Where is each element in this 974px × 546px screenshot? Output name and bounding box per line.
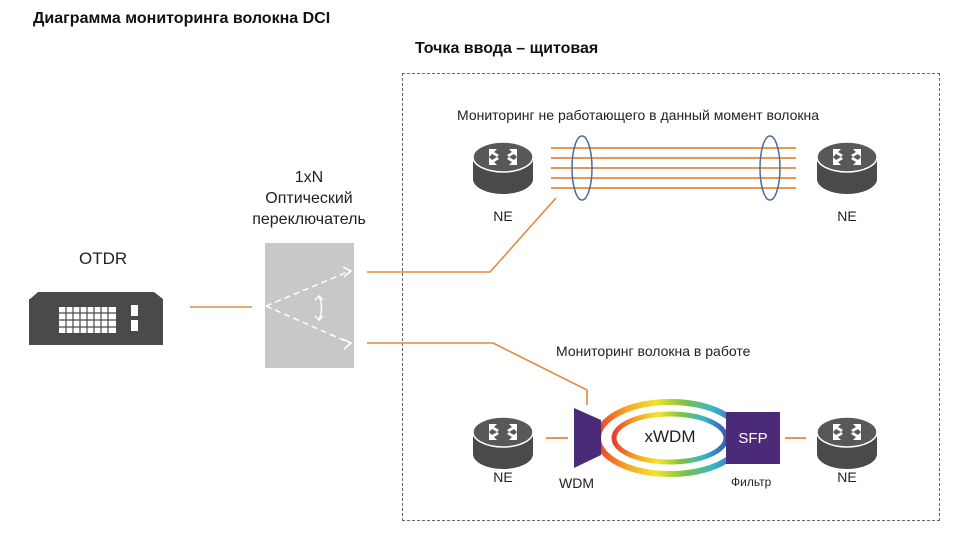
optical-switch-icon — [265, 243, 354, 368]
ne-label-lit-left: NE — [493, 469, 513, 485]
wdm-label: WDM — [559, 475, 594, 491]
sfp-filter-box — [726, 412, 780, 464]
lit-fiber-link — [367, 342, 588, 405]
router-icon-lit-right — [816, 416, 878, 470]
zone-title: Точка ввода – щитовая — [415, 40, 599, 57]
switch-label-line2: Оптический — [265, 190, 353, 207]
router-icon-dark-right — [816, 141, 878, 195]
dark-fiber-link — [367, 197, 557, 273]
diagram-title: Диаграмма мониторинга волокна DCI — [33, 10, 331, 27]
ne-label-dark-left: NE — [493, 208, 513, 224]
router-icon-dark-left — [472, 141, 534, 195]
bundle-marker-left — [571, 135, 593, 201]
otdr-device-icon — [29, 292, 163, 345]
entry-point-zone — [402, 73, 940, 521]
otdr-label: OTDR — [79, 249, 128, 268]
filter-label: Фильтр — [731, 475, 772, 489]
router-icon-lit-left — [472, 416, 534, 470]
switch-label-line1: 1xN — [294, 169, 324, 186]
xwdm-label: xWDM — [644, 427, 696, 446]
switch-label-line3: переключатель — [252, 211, 366, 228]
wdm-mux-icon — [574, 408, 601, 468]
ne-label-lit-right: NE — [837, 469, 857, 485]
ne-label-dark-right: NE — [837, 208, 857, 224]
dark-fiber-caption: Мониторинг не работающего в данный момен… — [457, 107, 820, 123]
bundle-marker-right — [759, 135, 781, 201]
sfp-label: SFP — [738, 430, 768, 447]
lit-fiber-caption: Мониторинг волокна в работе — [556, 343, 751, 359]
